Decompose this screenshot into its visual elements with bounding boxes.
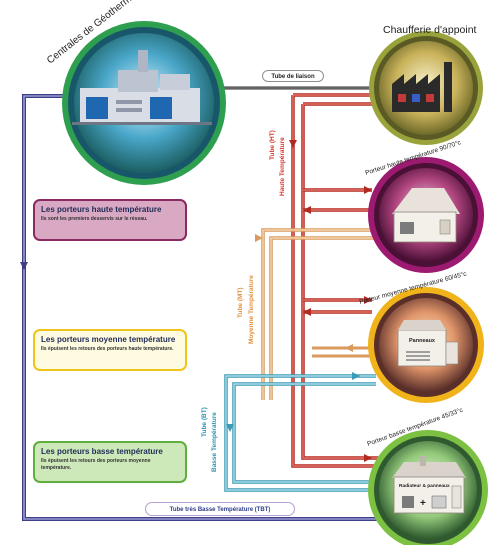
ht-arrow-icon <box>289 140 297 148</box>
tube-link-label: Tube de liaison <box>262 70 324 82</box>
factory-icon <box>392 62 452 112</box>
ht-info-box: Les porteurs haute température Ils sont … <box>33 199 187 241</box>
ht-box-title: Les porteurs haute température <box>41 205 162 214</box>
pipes <box>20 86 388 521</box>
tube-mt-label-a: Tube (MT) <box>237 287 244 318</box>
tube-labels: Tube (HT) Haute Température Tube (MT) Mo… <box>201 130 286 472</box>
boiler-label: Chaufferie d'appoint <box>383 24 477 36</box>
tube-ht-label-b: Haute Température <box>279 137 286 196</box>
tube-mt-label-b: Moyenne Température <box>248 275 255 344</box>
radiator-house-icon: + <box>392 456 466 514</box>
tube-ht-label-a: Tube (HT) <box>269 130 276 160</box>
geothermal-plant: Centrales de Géothermie et cogénération <box>45 0 226 185</box>
mt-box-desc: Ils épuisent les retours des porteurs ha… <box>41 346 174 352</box>
panneaux-label: Panneaux <box>409 338 436 344</box>
mt-info-box: Les porteurs moyenne température Ils épu… <box>33 329 187 371</box>
tube-bt-label-b: Basse Température <box>211 412 218 472</box>
ht-consumer: Porteur haute température 90/70°c <box>364 138 484 273</box>
backup-boiler: Chaufferie d'appoint <box>369 24 483 145</box>
mt-box-title: Les porteurs moyenne température <box>41 335 176 344</box>
radiateur-label: Radiateur & panneaux <box>399 483 450 489</box>
house-icon <box>392 188 460 243</box>
geo-building-icon <box>72 50 212 125</box>
mt-consumer: Panneaux Porteur moyenne température 60/… <box>358 269 484 403</box>
panel-house-icon <box>397 320 459 367</box>
svg-text:+: + <box>420 498 426 509</box>
bt-box-title: Les porteurs basse température <box>41 447 163 456</box>
mt-arrow-icon <box>255 234 263 242</box>
bt-arrow-icon <box>226 424 234 432</box>
tbt-arrow-icon <box>20 262 28 270</box>
tube-tbt-label: Tube très Basse Température (TBT) <box>145 502 295 516</box>
ht-pipe <box>291 93 388 468</box>
bt-info-box: Les porteurs basse température Ils épuis… <box>33 441 187 483</box>
bt-consumer: + Radiateur & panneaux Porteur basse tem… <box>366 405 488 545</box>
tube-bt-label-a: Tube (BT) <box>201 407 208 437</box>
ht-box-desc: Ils sont les premiers desservis sur le r… <box>41 216 148 222</box>
bt-box-desc: Ils épuisent les retours des porteurs mo… <box>41 458 151 471</box>
